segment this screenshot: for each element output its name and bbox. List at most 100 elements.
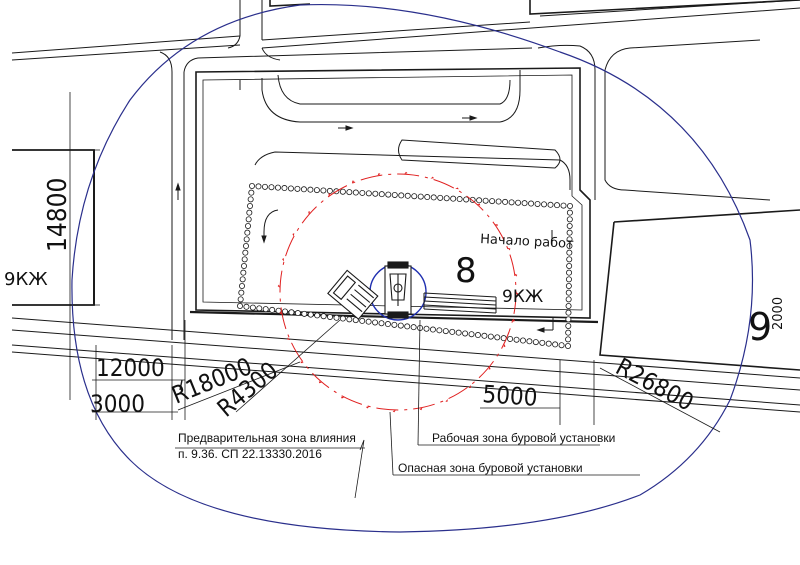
danger-tick — [468, 384, 471, 388]
pile — [521, 200, 528, 207]
pile — [558, 342, 565, 349]
pile — [307, 311, 314, 318]
pile — [339, 315, 346, 322]
danger-tick — [494, 224, 498, 227]
pile — [248, 189, 255, 196]
preliminary-influence-zone — [71, 4, 754, 533]
pile — [429, 326, 436, 333]
pile — [236, 302, 243, 309]
pile — [565, 276, 572, 283]
pile — [566, 269, 573, 276]
pile — [566, 262, 573, 269]
pile — [244, 229, 251, 236]
pile — [508, 199, 515, 206]
legend-danger-zone: Опасная зона буровой установки — [398, 461, 583, 475]
pile — [456, 196, 463, 203]
pile — [243, 236, 250, 243]
pile — [320, 313, 327, 320]
pile — [314, 312, 321, 319]
pile — [565, 282, 572, 289]
pile — [481, 332, 488, 339]
pile — [242, 249, 249, 256]
pile — [566, 209, 573, 216]
pile — [507, 335, 514, 342]
pile — [287, 185, 294, 192]
building-label-center: 9КЖ — [502, 287, 543, 307]
pile — [404, 192, 411, 199]
pile — [244, 222, 251, 229]
dim-12000: 12000 — [96, 354, 165, 382]
danger-tick — [351, 180, 355, 184]
pile — [566, 236, 573, 243]
pile — [261, 183, 268, 190]
pile — [238, 282, 245, 289]
pile — [462, 330, 469, 337]
pile — [526, 338, 533, 345]
pile — [565, 302, 572, 309]
danger-tick — [328, 193, 331, 197]
danger-tick — [516, 292, 519, 296]
pile — [245, 216, 252, 223]
pile — [411, 193, 418, 200]
pile — [307, 186, 314, 193]
danger-zone — [277, 171, 519, 413]
pile — [424, 194, 431, 201]
pile — [246, 202, 253, 209]
pile — [534, 200, 541, 207]
pile — [566, 222, 573, 229]
pile — [237, 296, 244, 303]
pile — [269, 306, 276, 313]
pile — [566, 229, 573, 236]
pile — [528, 200, 535, 207]
pile — [430, 194, 437, 201]
pile — [539, 339, 546, 346]
pile — [519, 337, 526, 344]
pile — [301, 310, 308, 317]
dimension-lines — [64, 92, 721, 499]
dim-5000: 5000 — [482, 380, 539, 412]
pile — [320, 187, 327, 194]
pile — [565, 329, 572, 336]
pile — [515, 199, 522, 206]
start-of-work-label: Начало работ — [480, 232, 575, 252]
danger-tick — [365, 406, 370, 409]
pile — [327, 313, 334, 320]
pile — [256, 305, 263, 312]
pile — [410, 324, 417, 331]
pile — [495, 198, 502, 205]
danger-tick — [512, 318, 516, 322]
pile — [333, 314, 340, 321]
pile — [567, 202, 574, 209]
pile — [545, 340, 552, 347]
pile — [449, 328, 456, 335]
pile — [565, 296, 572, 303]
pile — [494, 334, 501, 341]
pile — [359, 189, 366, 196]
pile — [566, 216, 573, 223]
legend-pre-zone-line2: п. 9.36. СП 22.13330.2016 — [178, 447, 322, 461]
danger-tick — [445, 398, 448, 402]
traffic-arrows — [175, 80, 554, 333]
pile — [391, 191, 398, 198]
danger-tick — [507, 247, 511, 251]
pile — [346, 316, 353, 323]
pile — [391, 321, 398, 328]
plot-number: 8 — [455, 251, 477, 291]
pile — [404, 323, 411, 330]
pile — [313, 187, 320, 194]
pile — [455, 329, 462, 336]
pile — [398, 192, 405, 199]
pile — [378, 191, 385, 198]
pile — [242, 242, 249, 249]
pile — [474, 332, 481, 339]
danger-tick — [404, 171, 408, 175]
building-label-right: 9 — [748, 305, 772, 349]
danger-tick — [300, 361, 304, 364]
pile — [554, 202, 561, 209]
danger-tick — [455, 187, 459, 190]
pile — [565, 309, 572, 316]
danger-tick — [377, 173, 381, 176]
pile — [385, 191, 392, 198]
pile — [489, 198, 496, 205]
pile — [443, 195, 450, 202]
